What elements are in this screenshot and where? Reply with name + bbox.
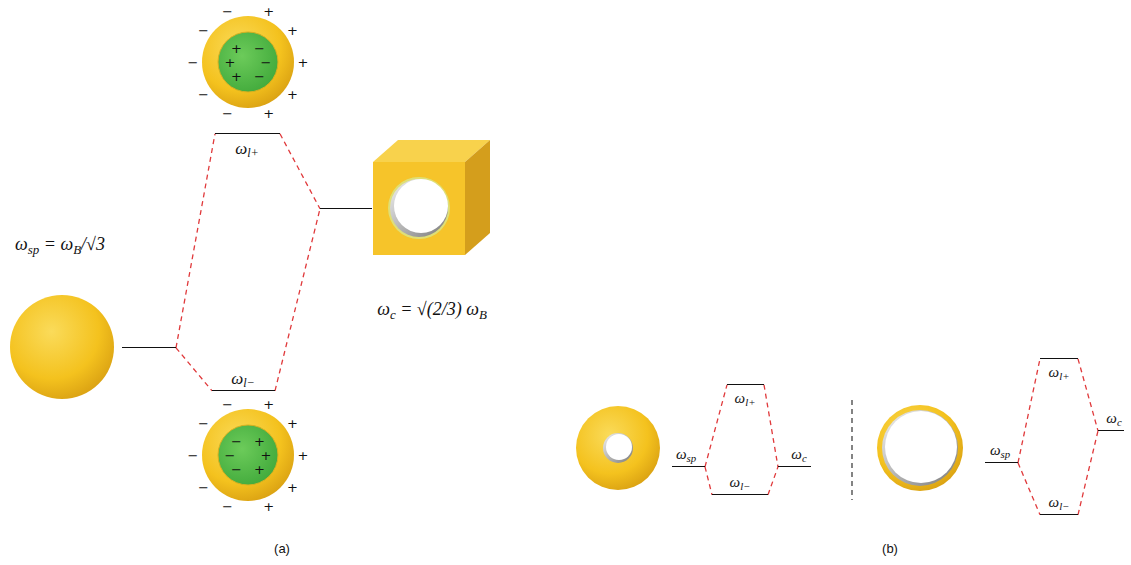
charge-sign: + (287, 481, 298, 494)
hybridization-line (705, 385, 727, 467)
frequency-label: ωl− (730, 475, 751, 490)
panel-label: (a) (274, 542, 290, 555)
frequency-label: ωl+ (1049, 365, 1070, 380)
nanoshell-lower (202, 409, 294, 501)
energy-level: ωl− (712, 494, 768, 495)
charge-sign: − (231, 462, 242, 475)
charge-sign: + (287, 416, 298, 429)
energy-level: ωl− (1040, 514, 1078, 515)
hybridization-line (280, 134, 320, 209)
charge-sign: + (287, 23, 298, 36)
charge-sign: − (188, 449, 199, 462)
frequency-label: ωl− (1049, 495, 1070, 510)
charge-sign: − (225, 449, 236, 462)
charge-sign: + (254, 462, 265, 475)
hybridization-line (705, 467, 712, 495)
charge-sign: − (198, 416, 209, 429)
frequency-label: ωl− (231, 370, 255, 387)
hybridization-line (1078, 431, 1098, 515)
charge-sign: − (231, 435, 242, 448)
charge-sign: − (198, 481, 209, 494)
panel-label: (b) (882, 542, 898, 555)
charge-sign: − (254, 42, 265, 55)
frequency-label: ωsp (990, 443, 1010, 458)
charge-sign: − (198, 88, 209, 101)
frequency-label: ωsp = ωB/√3 (15, 235, 105, 253)
charge-sign: + (231, 69, 242, 82)
frequency-label: ωc (1106, 411, 1121, 426)
hybridization-line (1078, 359, 1098, 431)
charge-sign: − (261, 56, 272, 69)
energy-level: ωc (1098, 430, 1124, 431)
charge-sign: + (298, 449, 309, 462)
charge-sign: − (222, 106, 233, 119)
hybridization-line (1018, 359, 1040, 463)
charge-sign: − (222, 499, 233, 512)
energy-level: ωl+ (215, 133, 280, 134)
charge-sign: + (231, 42, 242, 55)
hybridization-line (176, 348, 212, 391)
charge-sign: − (222, 5, 233, 18)
charge-sign: + (263, 398, 274, 411)
hybridization-line (1018, 463, 1040, 515)
hybridization-line (764, 385, 778, 467)
energy-level: ωl− (212, 390, 275, 391)
frequency-label: ωc = √(2/3) ωB (377, 300, 487, 318)
energy-level: ωl+ (1040, 358, 1078, 359)
charge-sign: + (287, 88, 298, 101)
frequency-label: ωl+ (235, 140, 259, 157)
charge-sign: + (254, 435, 265, 448)
nanoshell-upper (202, 16, 294, 108)
charge-sign: + (261, 449, 272, 462)
energy-level: ωsp = ωB/√3 (122, 347, 176, 348)
energy-level: ωc = √(2/3) ωB (320, 208, 372, 209)
cavity-cube (373, 140, 490, 255)
charge-sign: + (298, 56, 309, 69)
separator-line (851, 400, 852, 500)
charge-sign: + (263, 106, 274, 119)
energy-level: ωl+ (727, 384, 764, 385)
energy-level: ωc (778, 466, 811, 467)
charge-sign: + (225, 56, 236, 69)
charge-sign: − (188, 56, 199, 69)
frequency-label: ωl+ (735, 391, 756, 406)
charge-sign: − (198, 23, 209, 36)
frequency-label: ωsp (676, 447, 696, 462)
charge-sign: + (263, 499, 274, 512)
thick-nanoshell (576, 406, 660, 490)
hybridization-line (176, 134, 215, 348)
charge-sign: + (263, 5, 274, 18)
thin-nanoshell (877, 405, 963, 491)
energy-level: ωsp (985, 462, 1018, 463)
charge-sign: − (254, 69, 265, 82)
energy-level: ωsp (672, 466, 705, 467)
hybridization-line (275, 209, 320, 391)
charge-sign: − (222, 398, 233, 411)
solid-sphere (10, 295, 114, 399)
hybridization-line (768, 467, 778, 495)
frequency-label: ωc (791, 447, 806, 462)
